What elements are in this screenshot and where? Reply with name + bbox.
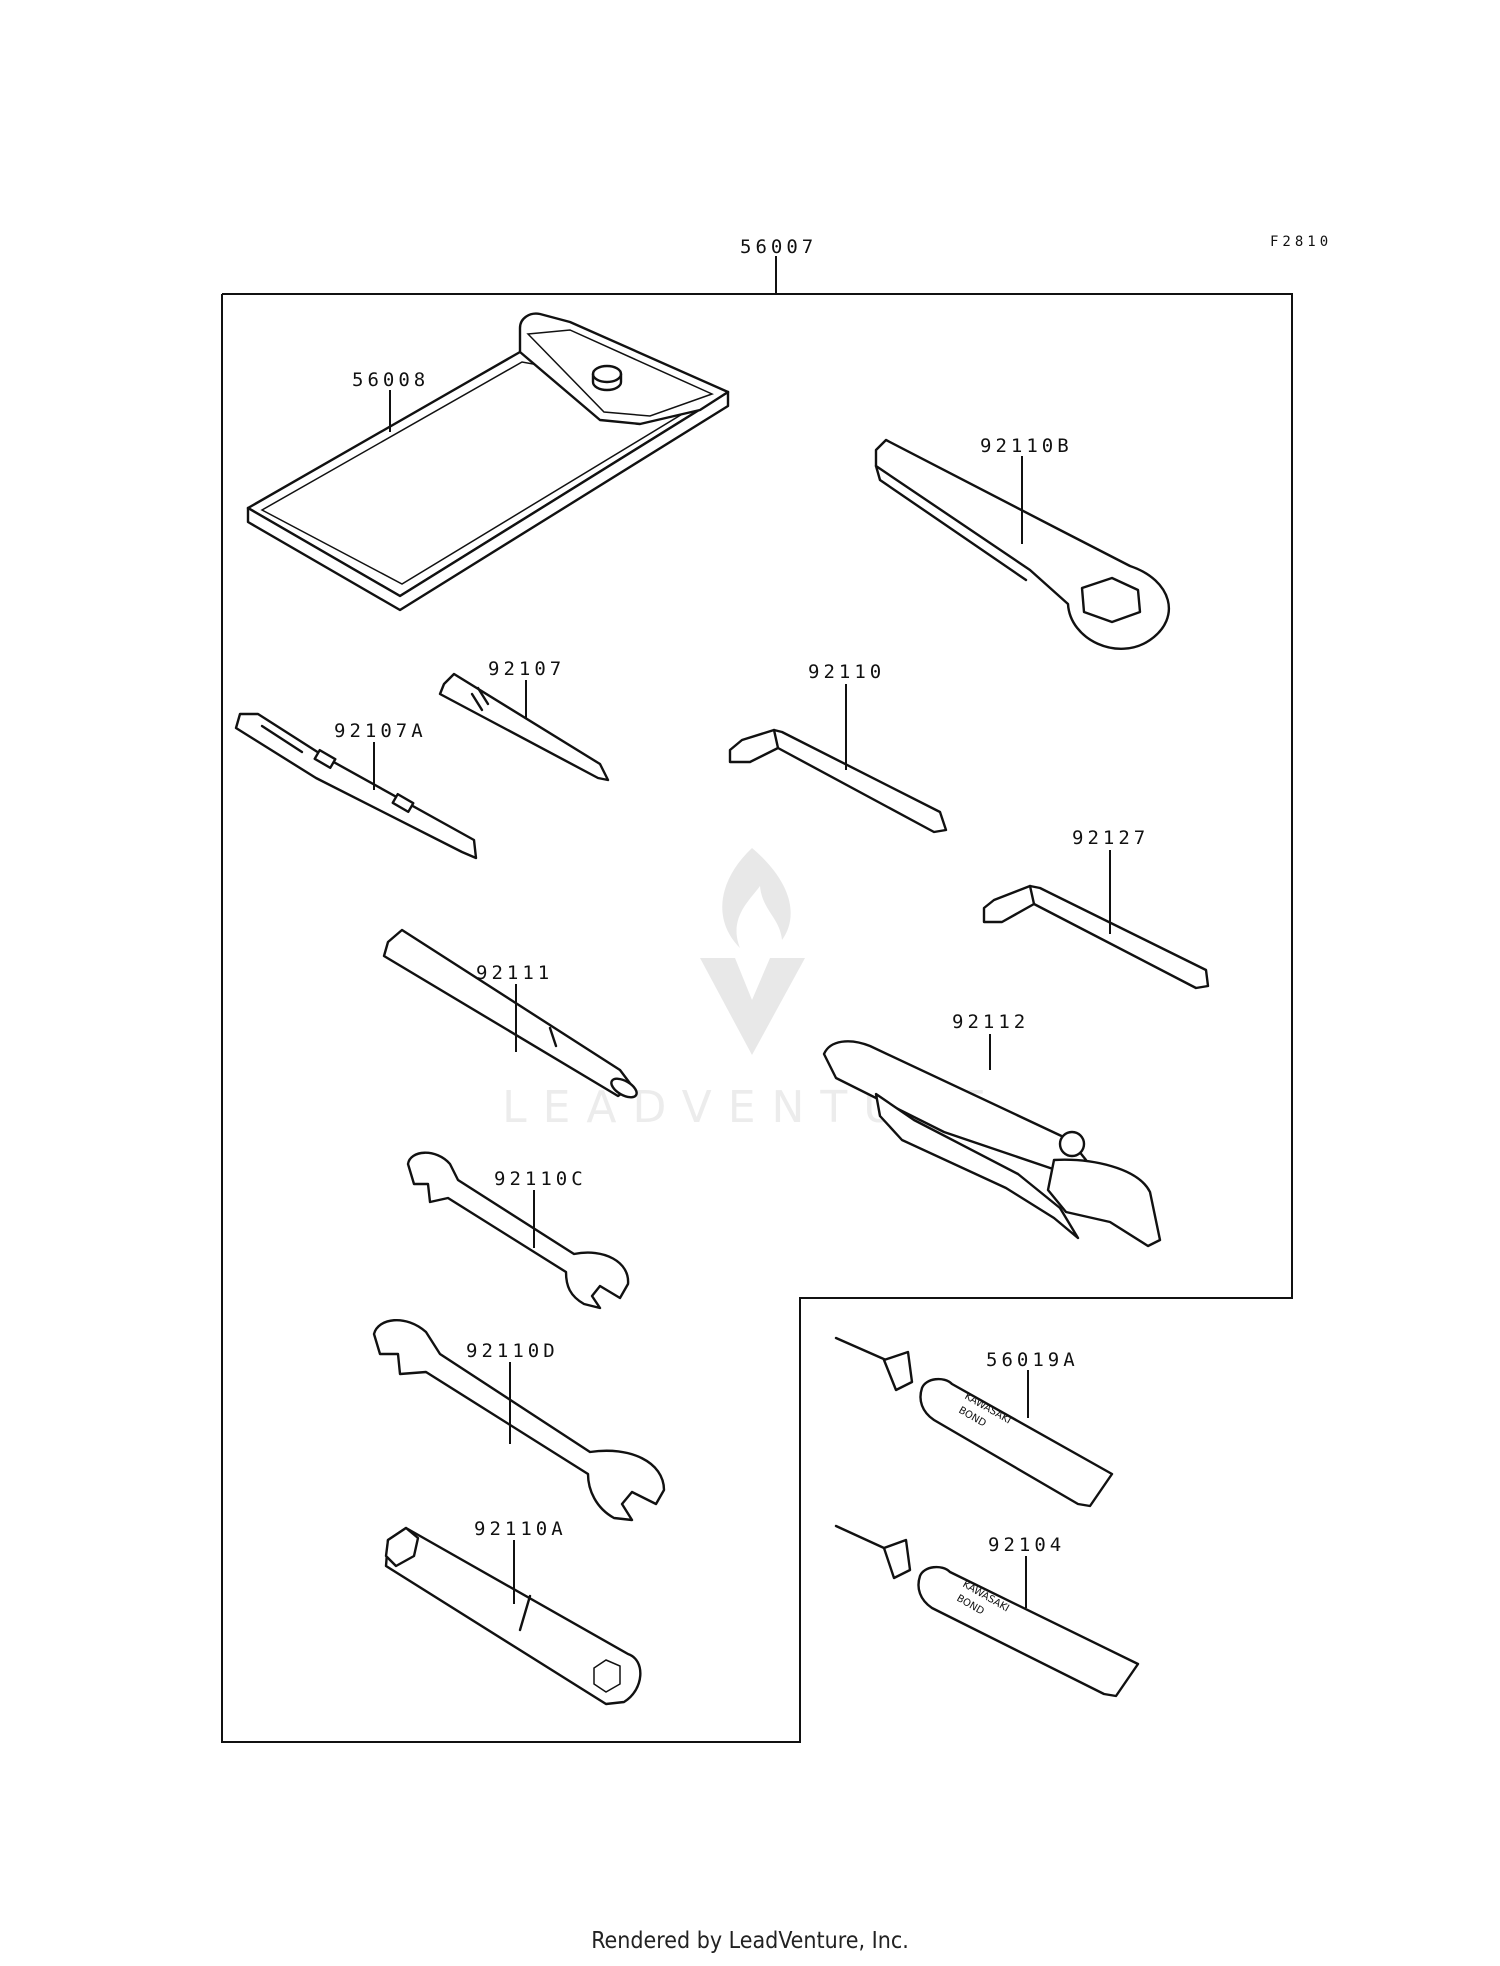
figure-ref-code: F2810	[1270, 234, 1332, 250]
part-label-56019A: 56019A	[986, 1349, 1079, 1371]
part-label-92107A: 92107A	[334, 720, 427, 742]
flame-logo-icon	[722, 848, 791, 948]
part-label-92111: 92111	[476, 962, 553, 984]
part-label-92110C: 92110C	[494, 1168, 587, 1190]
kit-part-label: 56007	[740, 236, 817, 258]
part-label-92107: 92107	[488, 658, 565, 680]
bond-tube-a: KAWASAKI BOND 56019A	[834, 1336, 1114, 1508]
footer-credit: Rendered by LeadVenture, Inc.	[591, 1928, 909, 1954]
hex-key-small: 92127	[982, 827, 1210, 990]
kit-outline: 56007	[221, 236, 1293, 1743]
box-spanner: 92110A	[384, 1518, 642, 1706]
ring-spanner: 92110B	[874, 435, 1171, 650]
open-end-spanner-large: 92110D	[372, 1318, 666, 1522]
v-logo-icon	[700, 958, 805, 1055]
tube-handle: 92111	[382, 928, 638, 1099]
part-label-92110: 92110	[808, 661, 885, 683]
part-label-92127: 92127	[1072, 827, 1149, 849]
screwdriver-bit: 92107	[438, 658, 610, 782]
part-label-92110B: 92110B	[980, 435, 1073, 457]
tool-pouch: 56008	[246, 312, 730, 612]
part-label-92112: 92112	[952, 1011, 1029, 1033]
open-end-spanner-small: 92110C	[406, 1151, 630, 1310]
part-label-92104: 92104	[988, 1534, 1065, 1556]
part-label-92110A: 92110A	[474, 1518, 567, 1540]
part-label-92110D: 92110D	[466, 1340, 559, 1362]
hex-key-large: 92110	[728, 661, 948, 834]
part-label-56008: 56008	[352, 369, 429, 391]
bond-tube-b: KAWASAKI BOND 92104	[834, 1524, 1140, 1698]
double-screwdriver-bit: 92107A	[234, 712, 478, 860]
pliers: 92112	[822, 1011, 1162, 1248]
